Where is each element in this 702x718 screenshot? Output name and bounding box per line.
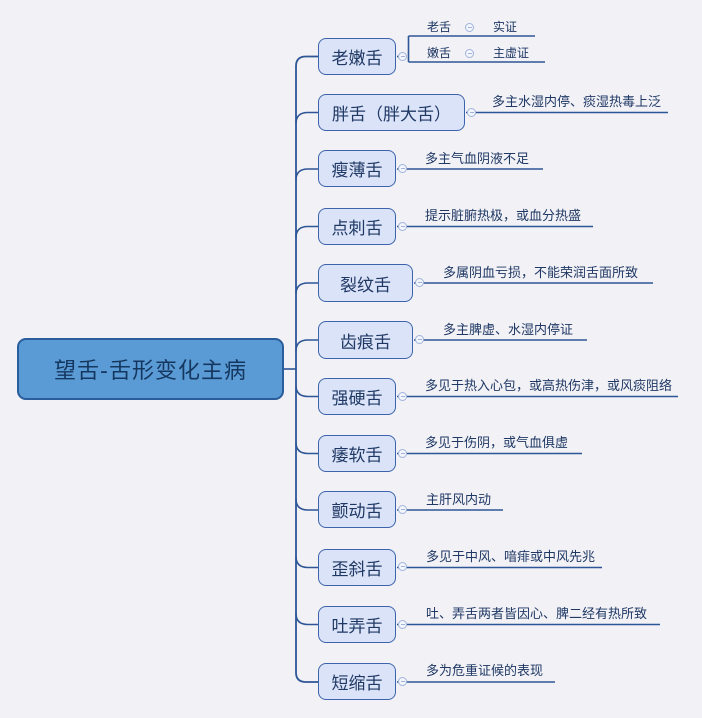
collapse-icon[interactable] bbox=[415, 278, 424, 287]
branch-node-duansuoshe[interactable]: 短缩舌 bbox=[318, 663, 396, 700]
note-tunongshe[interactable]: 吐、弄舌两者皆因心、脾二经有热所致 bbox=[426, 607, 648, 622]
note-qiangyingshe[interactable]: 多见于热入心包，或高热伤津，或风痰阻络 bbox=[425, 379, 673, 394]
branch-node-qiangyingshe[interactable]: 强硬舌 bbox=[318, 378, 396, 415]
note-duansuoshe[interactable]: 多为危重证候的表现 bbox=[426, 664, 544, 679]
note-chandongshe[interactable]: 主肝风内动 bbox=[426, 493, 492, 508]
branch-node-liewenshe[interactable]: 裂纹舌 bbox=[318, 264, 413, 302]
branch-node-chihenshe[interactable]: 齿痕舌 bbox=[318, 321, 413, 359]
collapse-icon[interactable] bbox=[398, 52, 407, 61]
collapse-icon[interactable] bbox=[398, 222, 407, 231]
branch-node-chandongshe[interactable]: 颤动舌 bbox=[318, 491, 396, 528]
child-node-laoshe[interactable]: 老舌 bbox=[427, 20, 452, 34]
collapse-icon[interactable] bbox=[467, 108, 476, 117]
note-underlines bbox=[397, 35, 678, 683]
note-shoubaoshe[interactable]: 多主气血阴液不足 bbox=[425, 152, 530, 167]
collapse-icon[interactable] bbox=[398, 505, 407, 514]
collapse-icon[interactable] bbox=[398, 677, 407, 686]
root-node[interactable]: 望舌-舌形变化主病 bbox=[17, 338, 284, 400]
branch-node-tunongshe[interactable]: 吐弄舌 bbox=[318, 606, 396, 643]
note-liewenshe[interactable]: 多属阴血亏损，不能荣润舌面所致 bbox=[443, 266, 639, 281]
note-diancishe[interactable]: 提示脏腑热极，或血分热盛 bbox=[425, 209, 582, 224]
collapse-icon[interactable] bbox=[415, 335, 424, 344]
collapse-icon[interactable] bbox=[398, 620, 407, 629]
branch-node-laonen[interactable]: 老嫩舌 bbox=[318, 38, 396, 75]
note-chihenshe[interactable]: 多主脾虚、水湿内停证 bbox=[443, 323, 574, 338]
collapse-icon[interactable] bbox=[398, 164, 407, 173]
branch-node-waixieshe[interactable]: 歪斜舌 bbox=[318, 549, 396, 586]
note-weiruanshe[interactable]: 多见于伤阴，或气血俱虚 bbox=[425, 436, 569, 451]
leaf-node-shizheng[interactable]: 实证 bbox=[493, 20, 518, 34]
note-pangshe[interactable]: 多主水湿内停、痰湿热毒上泛 bbox=[492, 95, 662, 110]
branch-node-shoubaoshe[interactable]: 瘦薄舌 bbox=[318, 150, 396, 187]
collapse-icon[interactable] bbox=[465, 23, 474, 32]
collapse-icon[interactable] bbox=[398, 562, 407, 571]
note-waixieshe[interactable]: 多见于中风、喑痱或中风先兆 bbox=[426, 550, 596, 565]
collapse-icon[interactable] bbox=[398, 449, 407, 458]
leaf-node-zhuxuzheng[interactable]: 主虚证 bbox=[493, 46, 530, 60]
collapse-icon[interactable] bbox=[398, 392, 407, 401]
trunk-lines bbox=[284, 55, 318, 683]
child-node-nenshe[interactable]: 嫩舌 bbox=[427, 46, 452, 60]
branch-node-pangshe[interactable]: 胖舌（胖大舌） bbox=[318, 94, 465, 131]
branch-node-weiruanshe[interactable]: 痿软舌 bbox=[318, 435, 396, 472]
branch-node-diancishe[interactable]: 点刺舌 bbox=[318, 208, 396, 245]
collapse-icon[interactable] bbox=[465, 49, 474, 58]
